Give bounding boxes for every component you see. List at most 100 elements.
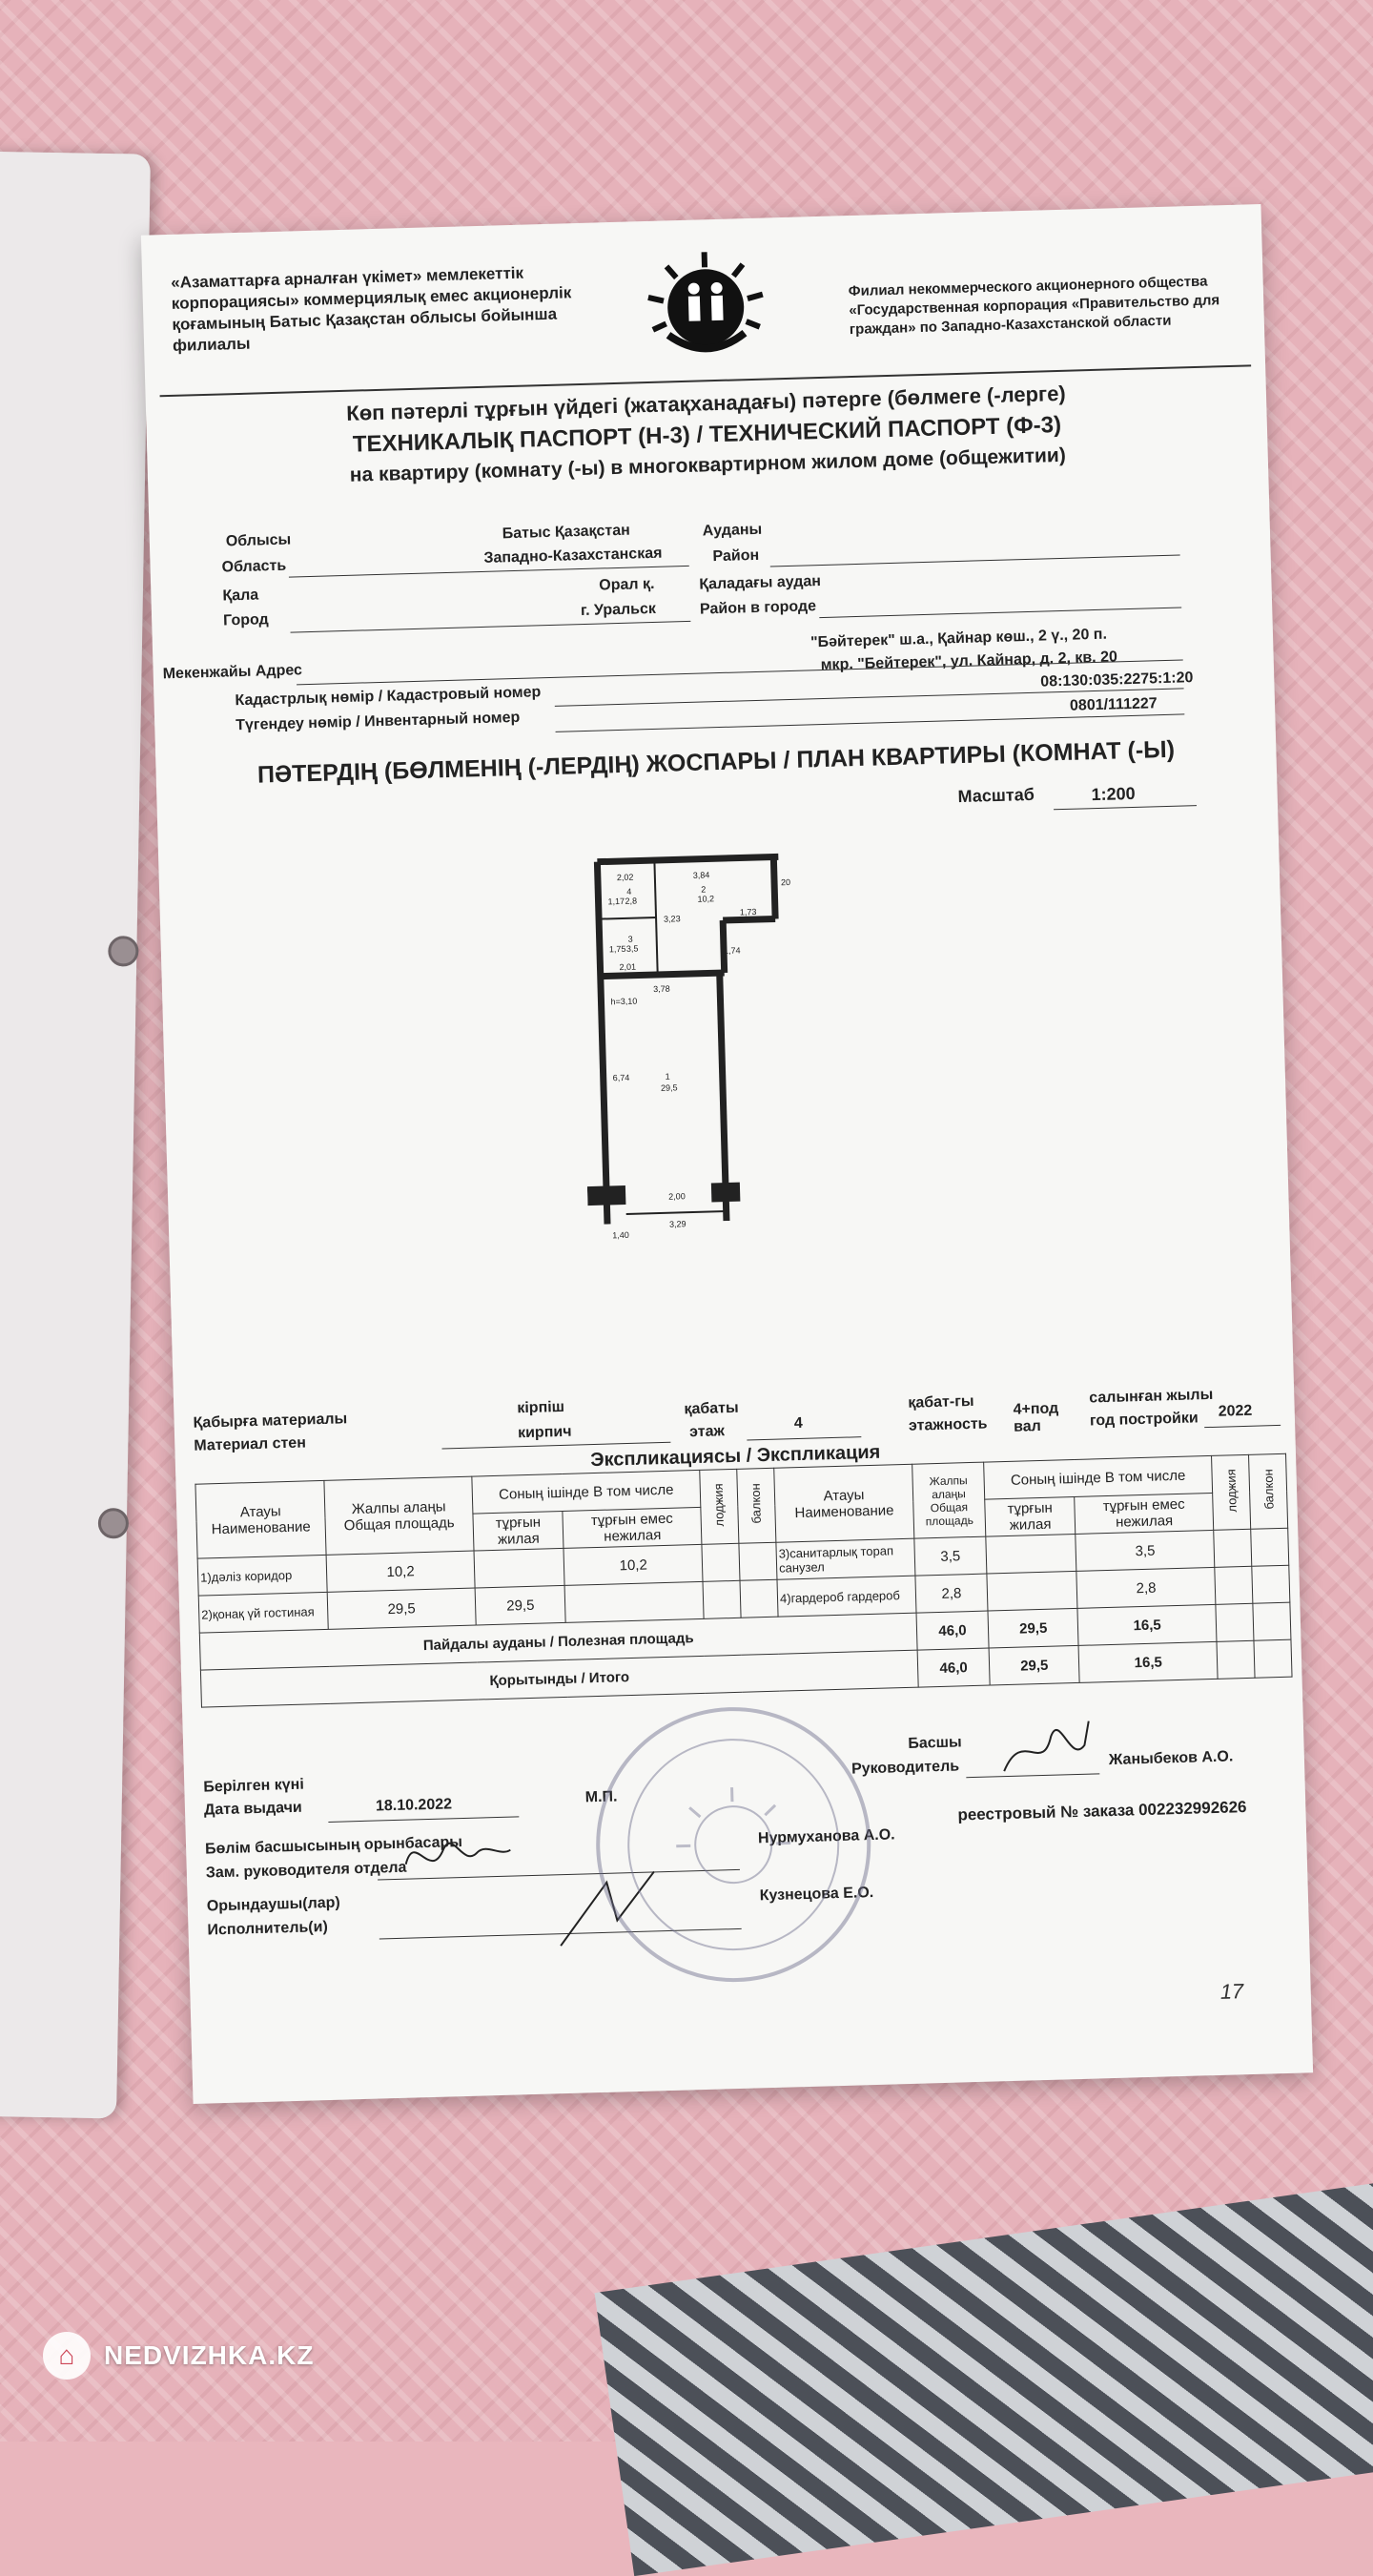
room2-area: 10,2: [697, 894, 714, 903]
cell: 2)қонақ үй гостиная: [198, 1592, 328, 1633]
cell: [987, 1571, 1077, 1611]
floors-label-ru: этажность: [909, 1415, 988, 1434]
inventory-value: 0801/111227: [1070, 695, 1158, 715]
head-signature: [994, 1716, 1100, 1785]
dim-2-01: 2,01: [619, 962, 636, 972]
dim-3-29: 3,29: [669, 1219, 686, 1228]
cell: 4)гардероб гардероб: [777, 1576, 916, 1617]
gorod-label: Город: [223, 611, 269, 629]
page-number: 17: [1219, 1979, 1243, 2005]
cell: 16,5: [1077, 1604, 1217, 1645]
header-left-org: «Азаматтарға арналған үкімет» мемлекетті…: [171, 261, 592, 357]
dim-3-23: 3,23: [664, 914, 681, 923]
col-living-header: тұрғын жилая: [473, 1511, 564, 1551]
cell: 3)санитарлық торап санузел: [776, 1538, 915, 1579]
room4-area: 2,8: [625, 896, 637, 906]
dim-1-74: 1,74: [724, 946, 741, 956]
field-line: [291, 621, 691, 633]
floor-label-kz: қабаты: [684, 1400, 739, 1419]
col-incl-header: Соның ішінде В том числе: [472, 1470, 701, 1514]
year-value: 2022: [1219, 1403, 1253, 1421]
col-total-header-2: Жалпы алаңы Общая площадь: [912, 1462, 986, 1538]
cell: [564, 1581, 704, 1622]
material-label-ru: Материал стен: [194, 1434, 306, 1454]
material-label-kz: Қабырға материалы: [193, 1411, 347, 1432]
plan-title: ПӘТЕРДІҢ (БӨЛМЕНІҢ (-ЛЕРДІҢ) ЖОСПАРЫ / П…: [155, 733, 1276, 793]
oblast-value-kz: Батыс Қазақстан: [502, 523, 630, 544]
rayon-gorode-label: Район в городе: [700, 598, 816, 618]
room4-num: 4: [626, 887, 631, 896]
registry-number: реестровый № заказа 002232992626: [957, 1798, 1247, 1824]
cell: 10,2: [564, 1544, 703, 1585]
cell: 29,5: [327, 1588, 476, 1629]
dim-2-02: 2,02: [617, 873, 634, 882]
cell: 2,8: [1076, 1567, 1216, 1608]
deputy-label-ru: Зам. руководителя отдела: [206, 1860, 407, 1883]
city-value-ru: г. Уральск: [581, 601, 656, 620]
kala-label: Қала: [222, 587, 258, 605]
col-nonliving-header-2: тұрғын емес нежилая: [1075, 1493, 1214, 1534]
oblast-value-ru: Западно-Казахстанская: [483, 546, 662, 567]
cell: 1)дәліз коридор: [197, 1555, 327, 1596]
col-balcony-header: балкон: [748, 1483, 764, 1524]
dim-2-00: 2,00: [668, 1191, 686, 1201]
dim-1-17: 1,17: [607, 896, 625, 906]
issue-label-kz: Берілген күні: [203, 1777, 304, 1797]
rayon-label: Район: [712, 547, 759, 566]
cell: 2,8: [915, 1574, 988, 1613]
material-value-ru: кирпич: [518, 1424, 572, 1443]
field-line: [1204, 1425, 1281, 1428]
col-name-header-2: Атауы Наименование: [774, 1464, 914, 1542]
cadastral-label: Кадастрлық нөмір / Кадастровый номер: [235, 684, 541, 710]
inventory-label: Түгендеу нөмір / Инвентарный номер: [236, 710, 521, 734]
executor-label-kz: Орындаушы(лар): [207, 1895, 340, 1916]
cell: 46,0: [917, 1648, 990, 1687]
binder-ring: [108, 936, 139, 967]
head-label-ru: Руководитель: [851, 1758, 960, 1778]
dim-1-73: 1,73: [740, 907, 757, 917]
floors-value: 4+под вал: [1013, 1400, 1080, 1436]
technical-passport-page: «Азаматтарға арналған үкімет» мемлекетті…: [141, 204, 1313, 2104]
oblys-label: Облысы: [226, 532, 292, 551]
floor-value: 4: [794, 1415, 803, 1432]
field-line: [747, 1436, 861, 1440]
col-total-header: Жалпы алаңы Общая площадь: [324, 1476, 474, 1555]
floors-label-kz: қабат-гы: [908, 1393, 974, 1412]
col-name-header: Атауы Наименование: [195, 1480, 326, 1558]
head-label-kz: Басшы: [908, 1734, 962, 1753]
cell: 46,0: [916, 1611, 989, 1650]
field-line: [770, 554, 1180, 567]
dim-1-40: 1,40: [612, 1230, 629, 1240]
cell: 3,5: [914, 1536, 987, 1576]
field-line: [328, 1816, 519, 1823]
col-nonliving-header: тұрғын емес нежилая: [563, 1507, 702, 1548]
head-name: Жаныбеков А.О.: [1109, 1748, 1234, 1769]
address-label: Мекенжайы Адрес: [162, 662, 302, 683]
cell: [474, 1548, 564, 1588]
oblast-label: Область: [221, 558, 286, 577]
dim-6-74: 6,74: [613, 1073, 630, 1082]
scale-label: Масштаб: [957, 785, 1035, 807]
cell: 29,5: [988, 1608, 1078, 1648]
city-value-kz: Орал қ.: [599, 576, 655, 595]
ceiling-height: h=3,10: [610, 997, 637, 1007]
address-value-kz: "Бәйтерек" ш.а., Қайнар көш., 2 ү., 20 п…: [810, 627, 1107, 652]
home-icon: ⌂: [43, 2332, 91, 2380]
year-label-ru: год постройки: [1090, 1410, 1199, 1430]
col-incl-header-2: Соның ішінде В том числе: [984, 1455, 1213, 1499]
watermark-text: NEDVIZHKA.KZ: [104, 2340, 314, 2371]
executor-label-ru: Исполнитель(и): [207, 1919, 328, 1940]
field-line: [819, 607, 1181, 618]
material-value-kz: кірпіш: [517, 1399, 564, 1417]
room3-area: 3,5: [626, 944, 639, 954]
audany-label: Ауданы: [703, 522, 763, 541]
cell: 29,5: [475, 1585, 565, 1625]
official-stamp: [592, 1703, 874, 1986]
room2-num: 2: [701, 885, 706, 895]
room1-area: 29,5: [661, 1082, 678, 1092]
col-living-header-2: тұрғын жилая: [985, 1496, 1076, 1536]
dim-1-75: 1,75: [609, 944, 626, 954]
room3-num: 3: [628, 935, 633, 944]
field-line: [1054, 805, 1197, 810]
cell: [986, 1534, 1076, 1574]
